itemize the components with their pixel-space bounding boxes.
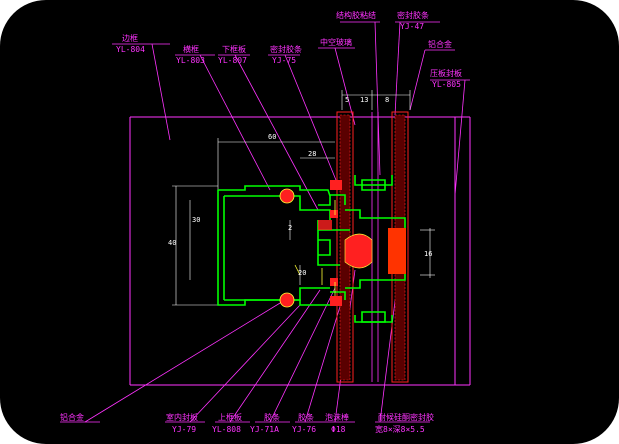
dim-30: 30 [192, 216, 200, 224]
label-lower-frame-plate: 下框板 [222, 44, 246, 54]
label-foam-rod: 泡沫棒 [325, 412, 349, 422]
labels-bottom: 铝合金 室内封板 YJ-79 上框板 YL-808 胶条 YJ-71A 胶条 Y… [60, 412, 434, 434]
code-weather-sealant: 宽8×深8×5.5 [375, 424, 425, 434]
code-pressure-cover: YL-805 [432, 80, 461, 89]
code-interior-cover: YJ-79 [172, 425, 196, 434]
leader-lines-bottom [60, 244, 430, 423]
label-sealing-strip: 密封胶条 [397, 10, 429, 20]
leader-lines-top [112, 21, 470, 211]
dimension-texts: 60 28 30 40 2 5 13 8 16 20 [168, 96, 432, 277]
label-gasket-strip: 密封胶条 [270, 44, 302, 54]
label-aluminium: 铝合金 [428, 39, 452, 49]
code-transom: YL-803 [176, 56, 205, 65]
code-upper-frame-plate: YL-808 [212, 425, 241, 434]
label-insulating-glass: 中空玻璃 [320, 37, 352, 47]
code-sealing-strip: YJ-47 [400, 22, 424, 31]
code-gasket-a: YJ-71A [250, 425, 279, 434]
reference-frame [129, 116, 471, 386]
label-upper-frame-plate: 上框板 [218, 412, 242, 422]
dim-60: 60 [268, 133, 276, 141]
labels-top: 边框 YL-804 横框 YL-803 下框板 YL-807 密封胶条 YJ-7… [116, 10, 462, 89]
label-gasket-b: 胶条 [298, 412, 314, 422]
dimension-lines [172, 90, 435, 306]
dim-2: 2 [288, 224, 292, 232]
code-gasket-b: YJ-76 [292, 425, 316, 434]
label-aluminium-bottom: 铝合金 [60, 412, 84, 422]
label-weather-sealant: 耐候硅酮密封胶 [378, 412, 434, 422]
label-structural-adhesive: 结构胶粘结 [336, 10, 376, 20]
code-foam-rod: Φ18 [331, 425, 346, 434]
gaskets [279, 180, 406, 308]
code-lower-frame-plate: YL-807 [218, 56, 247, 65]
dim-8: 8 [385, 96, 389, 104]
code-gasket-strip: YJ-75 [272, 56, 296, 65]
dim-5: 5 [345, 96, 349, 104]
label-pressure-cover: 压板封板 [430, 68, 462, 78]
label-gasket-a: 胶条 [264, 412, 280, 422]
dim-28: 28 [308, 150, 316, 158]
dim-13: 13 [360, 96, 368, 104]
label-interior-cover: 室内封板 [166, 412, 198, 422]
dim-20: 20 [298, 269, 306, 277]
structural-sealant [294, 200, 336, 296]
code-edge-frame: YL-804 [116, 45, 145, 54]
label-transom: 横框 [183, 44, 199, 54]
label-edge-frame: 边框 [122, 33, 138, 43]
dim-16: 16 [424, 250, 432, 258]
dim-40: 40 [168, 239, 176, 247]
